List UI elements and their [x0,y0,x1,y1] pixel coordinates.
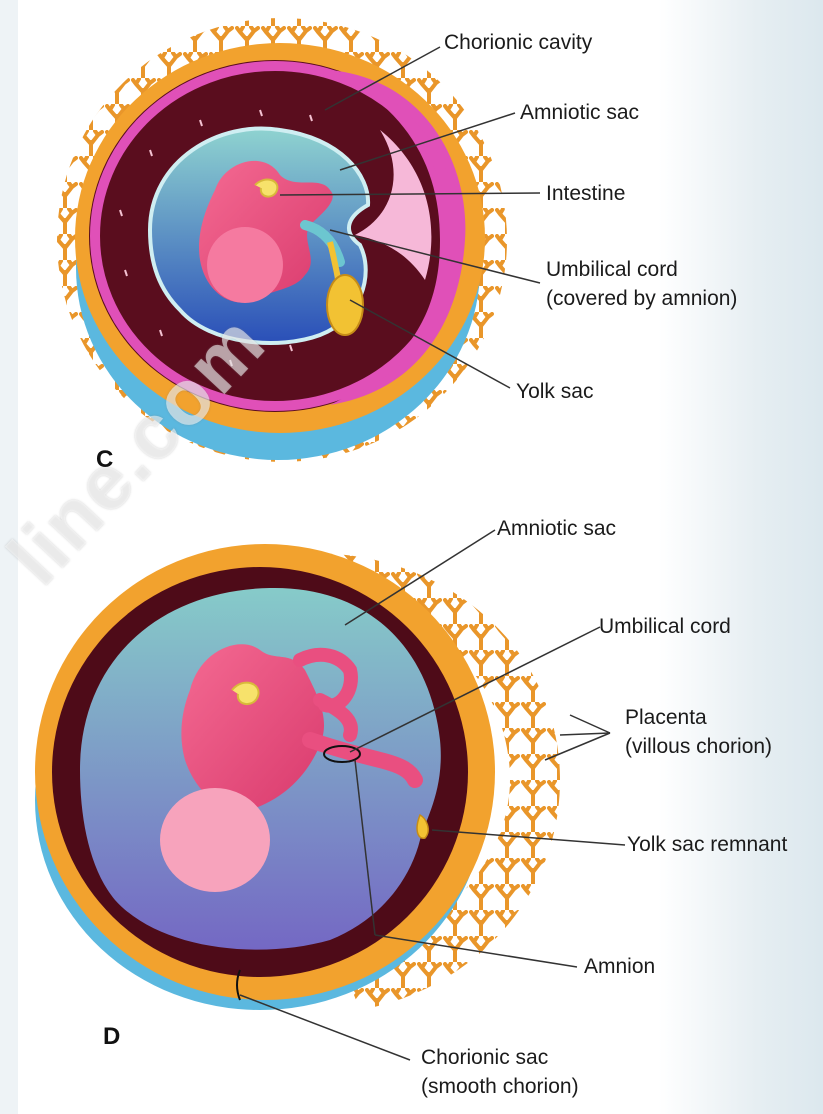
label-amnion: Amnion [584,953,655,980]
panel-d-diagram [35,544,560,1010]
label-umbilical-cord-d: Umbilical cord [599,613,731,640]
label-placenta-line2: (villous chorion) [625,733,772,760]
label-yolk-sac: Yolk sac [516,378,593,405]
panel-d-embryo-head [160,788,270,892]
panel-d-letter: D [103,1023,120,1051]
label-placenta-line1: Placenta [625,704,707,731]
label-umbilical-cord-c-line2: (covered by amnion) [546,285,737,312]
label-amniotic-sac-c: Amniotic sac [520,99,639,126]
label-chorionic-sac-line2: (smooth chorion) [421,1073,579,1100]
label-umbilical-cord-c-line1: Umbilical cord [546,256,678,283]
label-yolk-sac-remnant: Yolk sac remnant [627,831,787,858]
label-amniotic-sac-d: Amniotic sac [497,515,616,542]
label-chorionic-cavity: Chorionic cavity [444,29,592,56]
panel-c-embryo-head [207,227,283,303]
label-intestine: Intestine [546,180,625,207]
label-chorionic-sac-line1: Chorionic sac [421,1044,548,1071]
